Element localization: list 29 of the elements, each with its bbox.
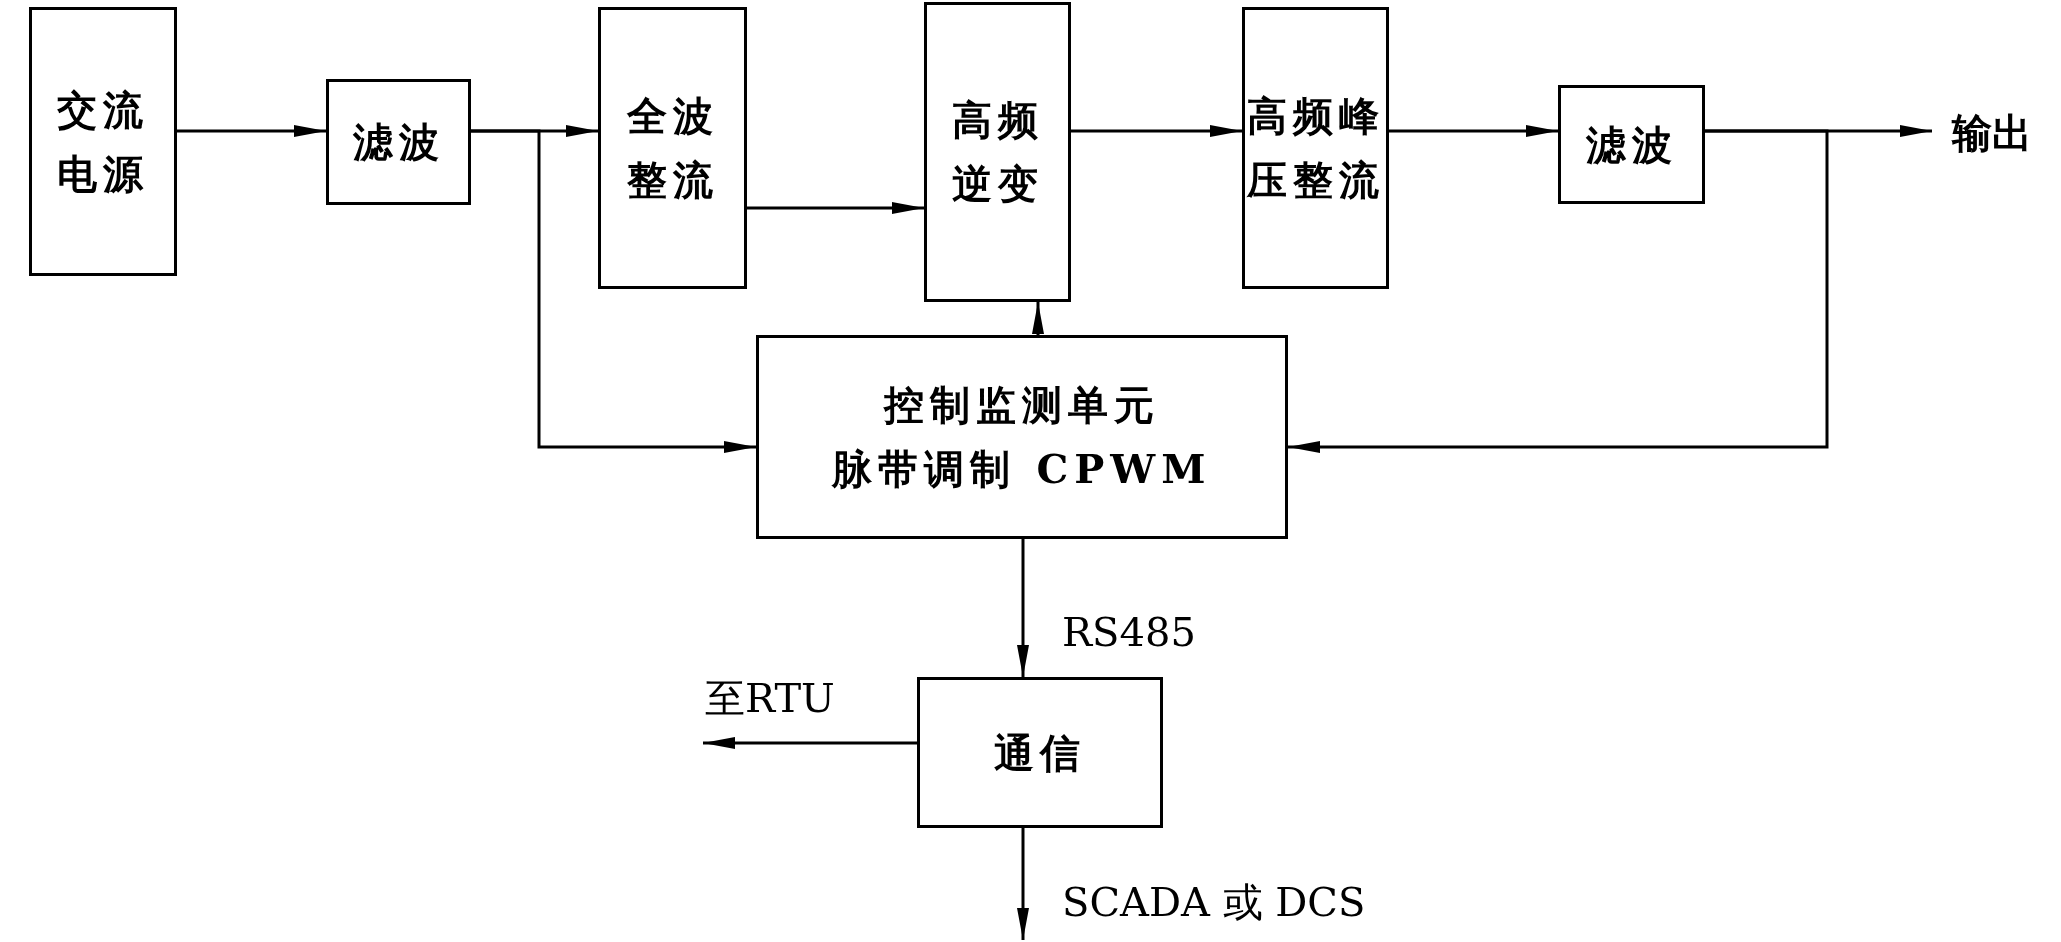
block-box: [326, 79, 471, 205]
block-box: [29, 7, 177, 276]
block-label: 控制监测单元: [884, 380, 1160, 430]
block-box: [756, 335, 1288, 539]
arrow: [1017, 828, 1029, 940]
block-label: 交流电源: [56, 84, 150, 199]
arrow: [1389, 125, 1558, 137]
block-box: [1242, 7, 1389, 289]
arrow: [703, 737, 917, 749]
block-label: 高频峰压整流: [1245, 91, 1386, 205]
block-label: 高频逆变: [950, 95, 1045, 209]
block-box: [1558, 85, 1705, 204]
block-label: 通信: [993, 727, 1087, 778]
edge-label: SCADA 或 DCS: [1062, 880, 1366, 924]
block-box: [598, 7, 747, 289]
arrow: [1017, 539, 1029, 677]
output-label: 输出: [1932, 105, 2052, 161]
arrow: [177, 125, 326, 137]
arrow: [471, 129, 756, 453]
block-box: [924, 2, 1071, 302]
block-label: 全波整流: [625, 91, 720, 205]
arrow: [1288, 129, 1829, 453]
arrow: [747, 202, 924, 214]
block-label: 脉带调制 CPWM: [832, 444, 1212, 494]
block-box: [917, 677, 1163, 828]
arrow: [1071, 125, 1242, 137]
arrow: [1032, 302, 1044, 335]
block-label: 滤波: [351, 117, 446, 167]
block-label: 滤波: [1584, 119, 1679, 170]
